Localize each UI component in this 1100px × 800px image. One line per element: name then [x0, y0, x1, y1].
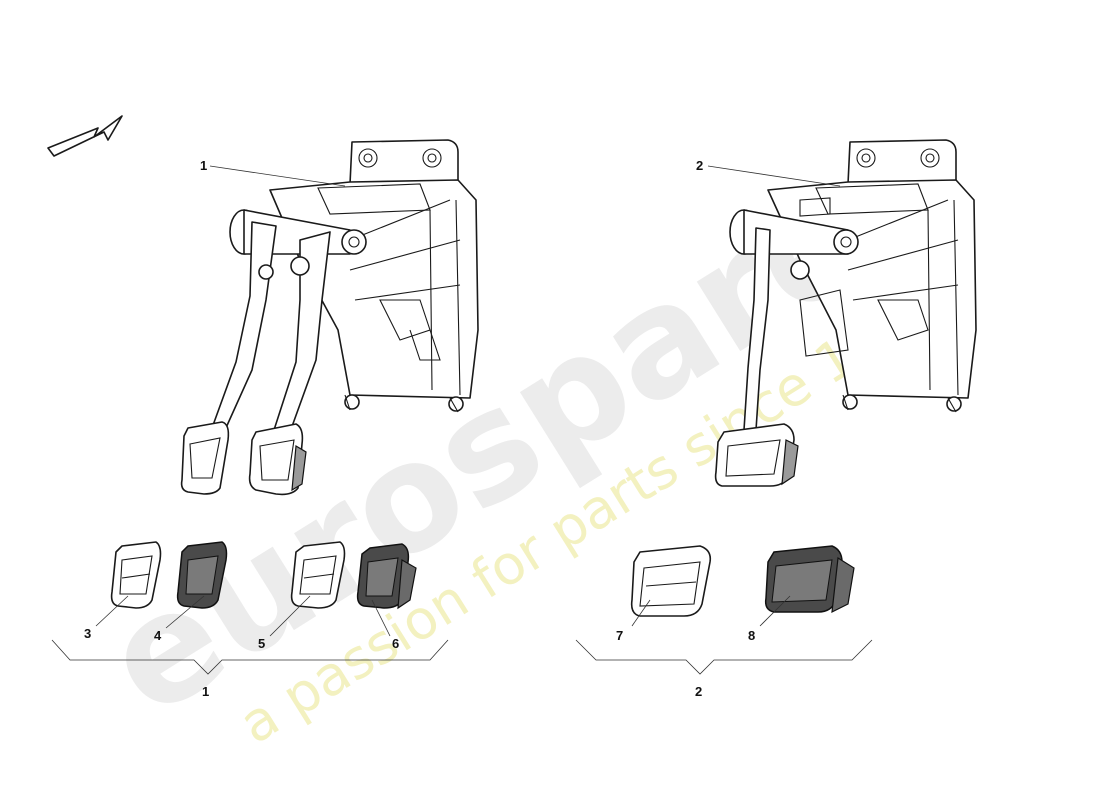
pad-7	[630, 545, 712, 617]
callout-1-top: 1	[200, 158, 207, 173]
callout-group-left: 1	[202, 684, 209, 699]
brace-left	[51, 639, 449, 675]
pedal-assembly-right	[714, 139, 977, 487]
pad-4	[176, 541, 228, 609]
callout-6: 6	[392, 636, 399, 651]
callout-7: 7	[616, 628, 623, 643]
leader-lines	[95, 165, 841, 637]
pad-3	[110, 541, 162, 609]
callout-8: 8	[748, 628, 755, 643]
callout-5: 5	[258, 636, 265, 651]
pad-6	[356, 543, 417, 610]
callout-4: 4	[154, 628, 162, 643]
callout-group-right: 2	[695, 684, 702, 699]
arrow-icon	[47, 115, 123, 157]
callout-2-top: 2	[696, 158, 703, 173]
pad-8	[764, 545, 855, 614]
brace-right	[575, 639, 873, 675]
pedal-assembly-left	[180, 139, 479, 496]
callout-3: 3	[84, 626, 91, 641]
pad-5	[290, 541, 346, 609]
